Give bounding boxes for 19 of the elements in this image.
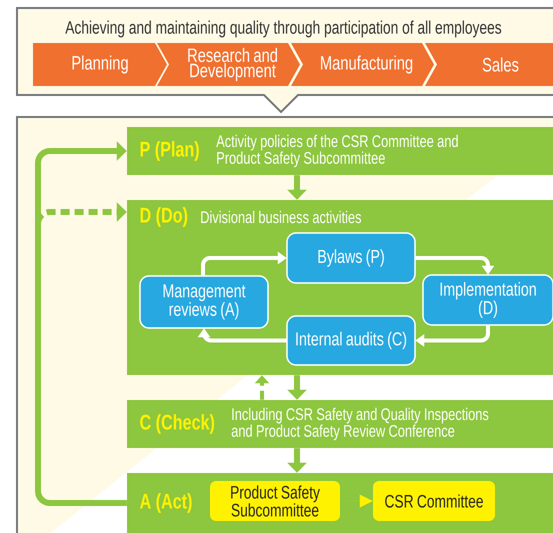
- process-box: Implementation (D): [422, 274, 553, 326]
- committee-box: CSR Committee: [373, 481, 495, 521]
- process-box: Internal audits (C): [286, 315, 416, 366]
- node-label: Planning: [72, 55, 128, 74]
- process-step: Manufacturing: [291, 43, 434, 86]
- phase-band: P (Plan) Activity policies of the CSR Committee and Product Safety Subcommittee: [127, 127, 553, 175]
- arrow: [35, 202, 127, 506]
- process-step: Sales: [425, 43, 553, 86]
- process-step: Planning: [33, 43, 167, 86]
- node-label: Research and Development: [188, 48, 277, 82]
- committee-box: Product Safety Subcommittee: [210, 481, 340, 521]
- node-label: Manufacturing: [321, 55, 412, 74]
- process-box: Bylaws (P): [286, 232, 416, 284]
- process-step: Research and Development: [157, 43, 300, 86]
- phase-band: C (Check) Including CSR Safety and Quality Inspections and Product Safety Review Conference: [127, 400, 553, 448]
- arrow: [347, 494, 373, 508]
- node-label: Sales: [482, 57, 518, 72]
- process-box: Management reviews (A): [139, 275, 269, 329]
- arrow: [35, 141, 127, 506]
